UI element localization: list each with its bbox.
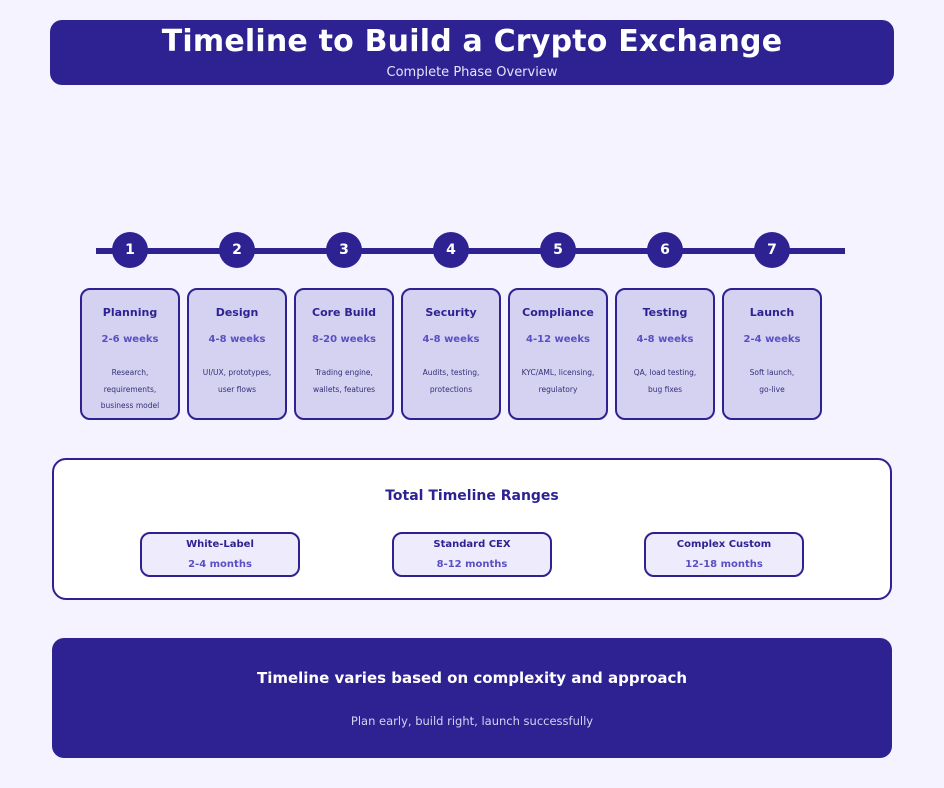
phase-name: Compliance: [522, 306, 594, 319]
phase-duration: 2-6 weeks: [101, 334, 159, 346]
phase-card-compliance[interactable]: Compliance 4-12 weeks KYC/AML, licensing…: [508, 288, 608, 420]
phase-card-list: Planning 2-6 weeks Research, requirement…: [80, 288, 866, 420]
ranges-title: Total Timeline Ranges: [385, 488, 559, 504]
range-pill-white-label[interactable]: White-Label 2-4 months: [140, 532, 300, 577]
phase-description-line2: bug fixes: [647, 384, 683, 394]
timeline-node-6[interactable]: 6: [647, 232, 683, 268]
phase-description-line2: go-live: [759, 384, 785, 394]
phase-description: QA, load testing, bug fixes: [623, 365, 707, 398]
range-label: White-Label: [186, 538, 254, 550]
phase-description-line1: UI/UX, prototypes,: [202, 368, 272, 378]
phase-card-security[interactable]: Security 4-8 weeks Audits, testing, prot…: [401, 288, 501, 420]
phase-description-line2: protections: [429, 384, 473, 394]
phase-description-line1: Audits, testing,: [422, 368, 480, 378]
range-pill-standard-cex[interactable]: Standard CEX 8-12 months: [392, 532, 552, 577]
timeline-node-5[interactable]: 5: [540, 232, 576, 268]
timeline-node-1[interactable]: 1: [112, 232, 148, 268]
phase-description-line2: wallets, features: [312, 384, 376, 394]
phase-card-planning[interactable]: Planning 2-6 weeks Research, requirement…: [80, 288, 180, 420]
phase-description: Soft launch, go-live: [730, 365, 814, 398]
timeline-connector-line: [96, 248, 845, 254]
phase-card-core-build[interactable]: Core Build 8-20 weeks Trading engine, wa…: [294, 288, 394, 420]
phase-description: KYC/AML, licensing, regulatory: [516, 365, 600, 398]
phase-description-line1: Soft launch,: [749, 368, 795, 378]
range-label: Complex Custom: [676, 538, 772, 550]
phase-name: Security: [425, 306, 477, 319]
phase-duration: 2-4 weeks: [743, 334, 801, 346]
phase-name: Design: [215, 306, 259, 319]
footer-title: Timeline varies based on complexity and …: [256, 668, 688, 687]
phase-description-line2: business model: [100, 401, 160, 411]
ranges-list: White-Label 2-4 months Standard CEX 8-12…: [54, 532, 890, 577]
phase-description: Trading engine, wallets, features: [302, 365, 386, 398]
phase-description-line1: Trading engine,: [315, 368, 373, 378]
phase-duration: 4-8 weeks: [422, 334, 480, 346]
phase-duration: 4-8 weeks: [636, 334, 694, 346]
range-value: 8-12 months: [436, 558, 508, 570]
phase-duration: 4-12 weeks: [526, 334, 590, 346]
phase-card-design[interactable]: Design 4-8 weeks UI/UX, prototypes, user…: [187, 288, 287, 420]
footer-banner: Timeline varies based on complexity and …: [52, 638, 892, 758]
phase-name: Testing: [642, 306, 688, 319]
footer-subtitle: Plan early, build right, launch successf…: [350, 713, 594, 728]
phase-duration: 8-20 weeks: [312, 334, 376, 346]
range-label: Standard CEX: [433, 538, 511, 550]
phase-description-line1: Research, requirements,: [103, 368, 157, 394]
phase-description: UI/UX, prototypes, user flows: [195, 365, 279, 398]
timeline-node-4[interactable]: 4: [433, 232, 469, 268]
range-value: 2-4 months: [188, 558, 252, 570]
phase-description: Research, requirements, business model: [88, 365, 172, 415]
total-timeline-ranges-panel: Total Timeline Ranges White-Label 2-4 mo…: [52, 458, 892, 600]
range-value: 12-18 months: [685, 558, 763, 570]
phase-name: Core Build: [312, 306, 376, 319]
header-banner: Timeline to Build a Crypto Exchange Comp…: [50, 20, 894, 85]
phase-description-line1: QA, load testing,: [633, 368, 697, 378]
phase-description: Audits, testing, protections: [409, 365, 493, 398]
phase-name: Planning: [102, 306, 158, 319]
phase-description-line2: regulatory: [538, 384, 578, 394]
phase-description-line1: KYC/AML, licensing,: [521, 368, 595, 378]
range-pill-complex-custom[interactable]: Complex Custom 12-18 months: [644, 532, 804, 577]
timeline-node-2[interactable]: 2: [219, 232, 255, 268]
page-title: Timeline to Build a Crypto Exchange: [161, 24, 783, 59]
timeline-node-3[interactable]: 3: [326, 232, 362, 268]
timeline-node-7[interactable]: 7: [754, 232, 790, 268]
phase-card-launch[interactable]: Launch 2-4 weeks Soft launch, go-live: [722, 288, 822, 420]
timeline-axis: 1 2 3 4 5 6 7: [0, 232, 944, 270]
page-subtitle: Complete Phase Overview: [386, 65, 558, 80]
phase-description-line2: user flows: [217, 384, 257, 394]
phase-card-testing[interactable]: Testing 4-8 weeks QA, load testing, bug …: [615, 288, 715, 420]
phase-name: Launch: [749, 306, 795, 319]
phase-duration: 4-8 weeks: [208, 334, 266, 346]
